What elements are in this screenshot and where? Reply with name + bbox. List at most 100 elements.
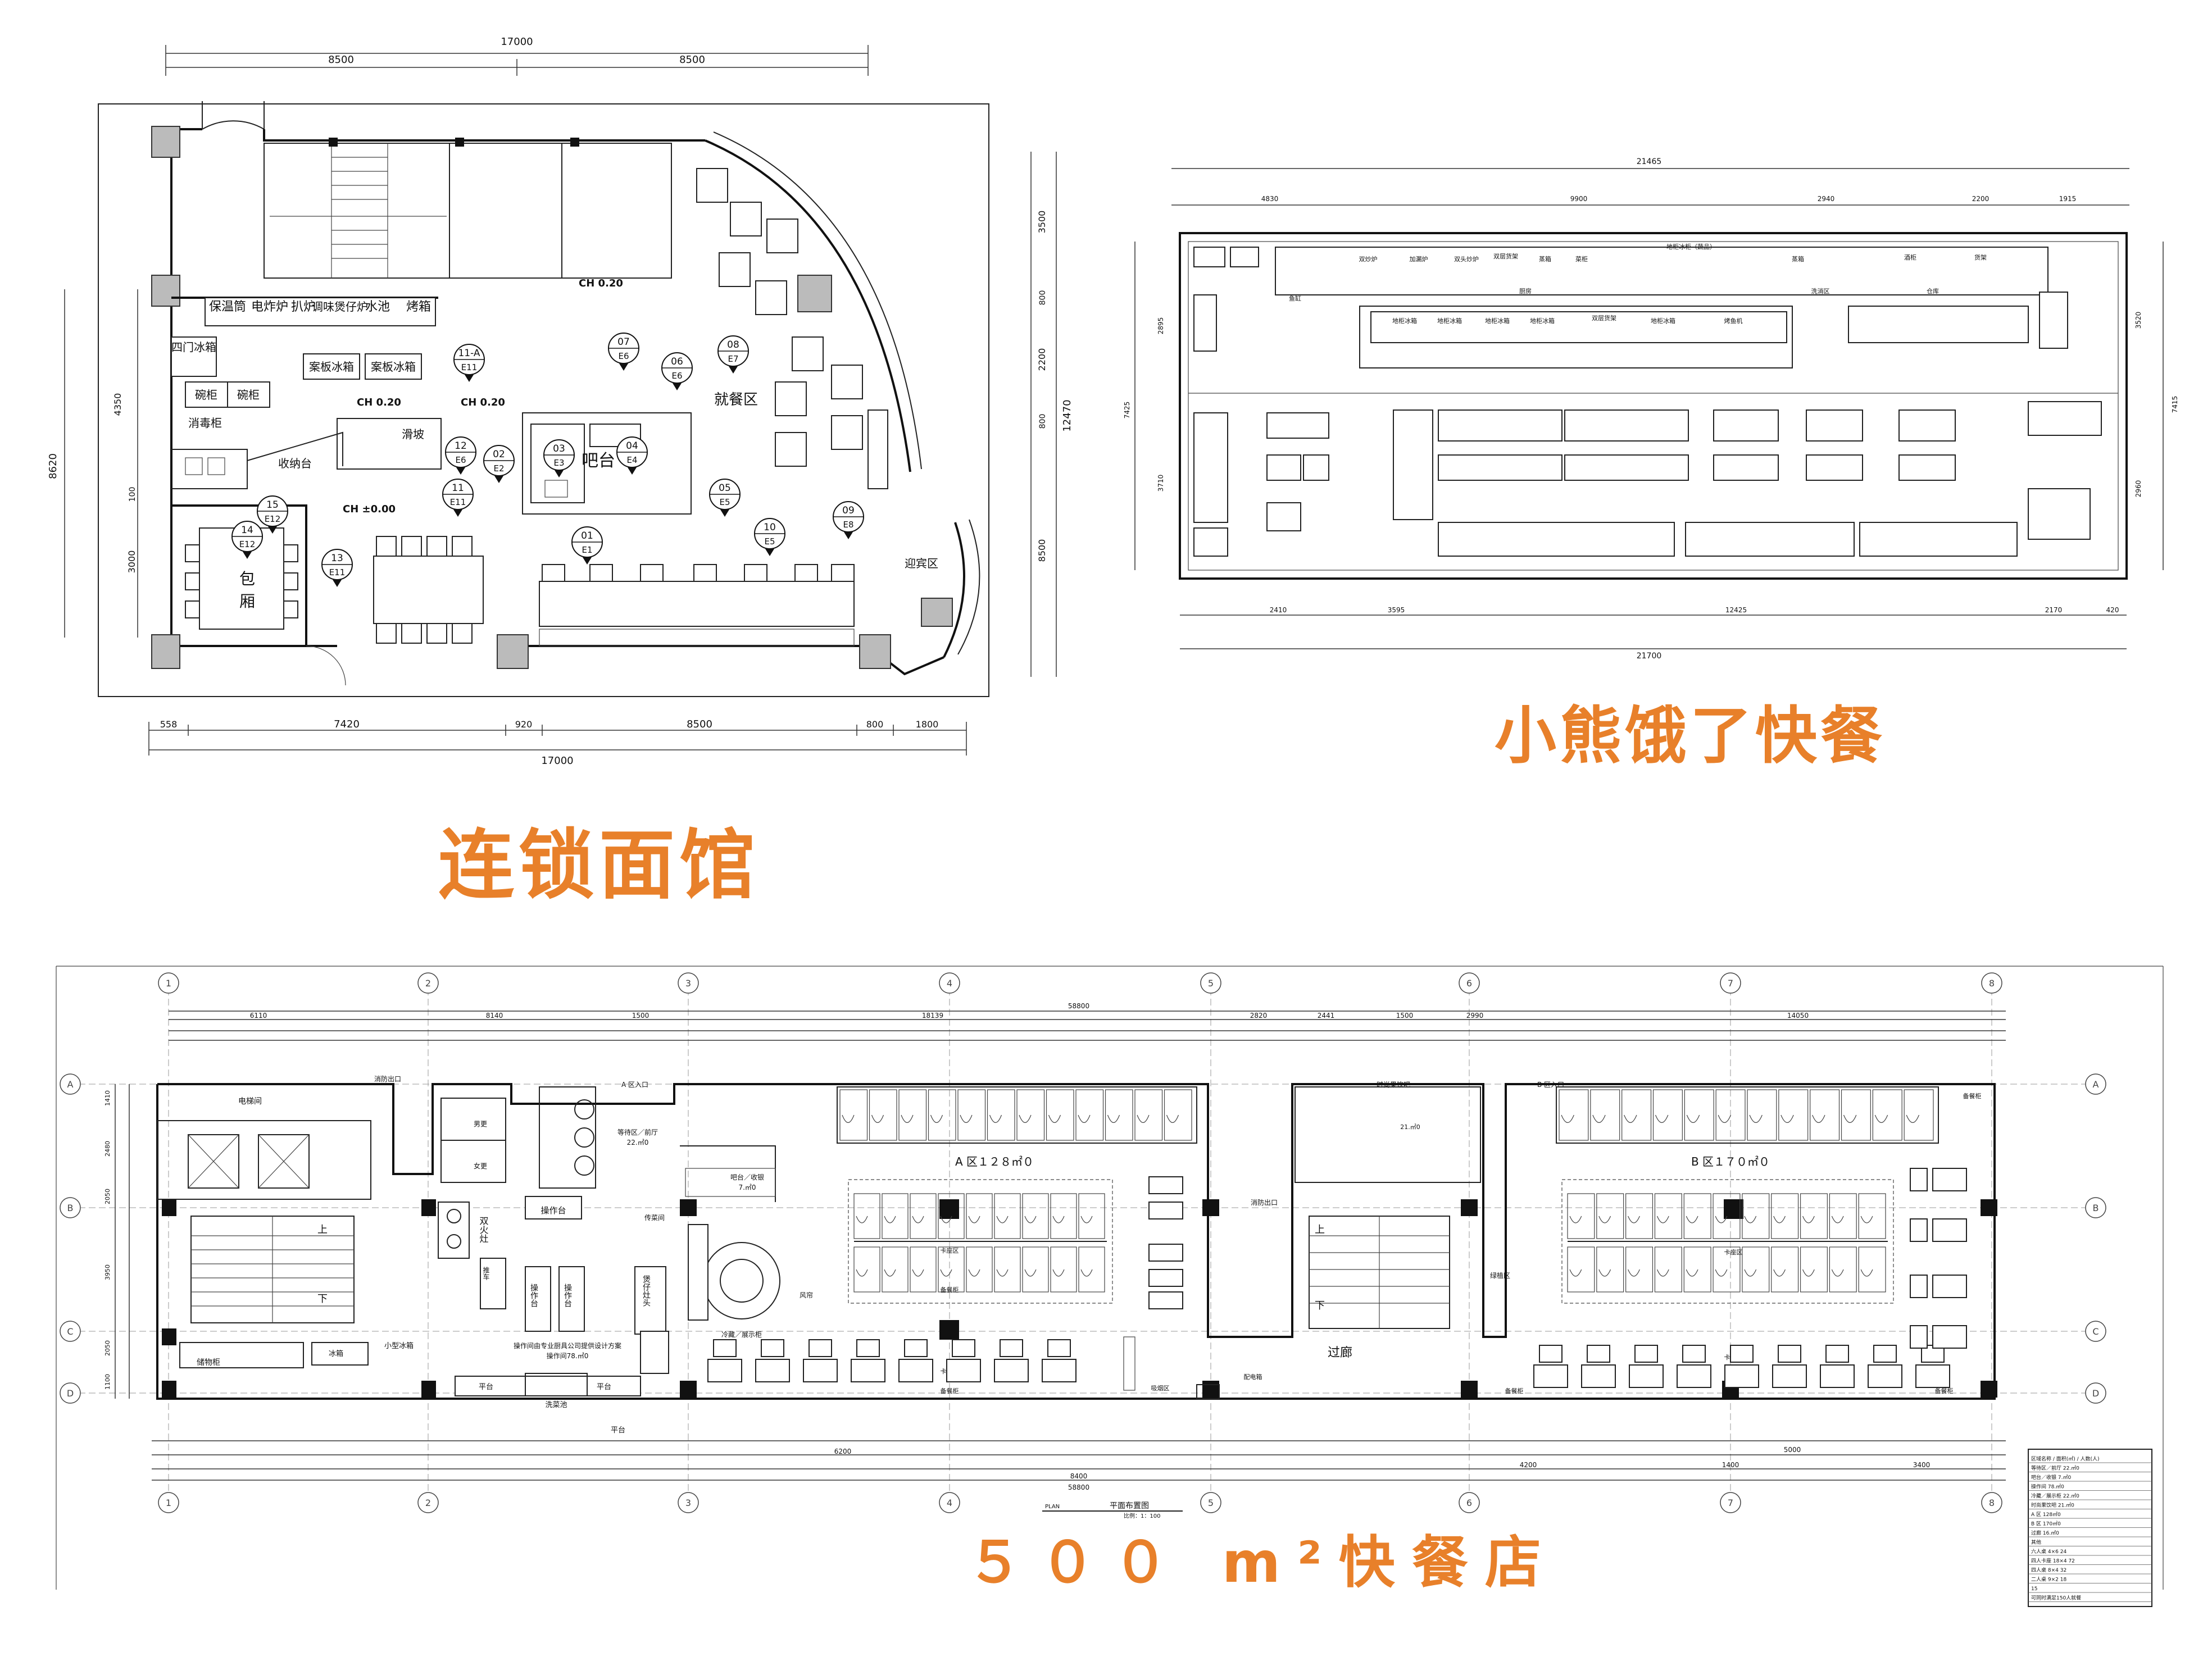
dim-bottom-2: 7420 xyxy=(334,718,360,730)
axis-marker-1: 1 xyxy=(158,972,179,994)
stat-row: 可同时满足150人就餐 xyxy=(2031,1595,2081,1601)
svg-text:8: 8 xyxy=(1989,978,1995,989)
dim-top-left: 8500 xyxy=(328,54,354,66)
p3-down2: 下 xyxy=(1315,1300,1325,1312)
p3-kitchen-area: 操作间78.㎡0 xyxy=(547,1351,589,1360)
tag-elevation: E3 xyxy=(553,458,564,468)
room-counter1: 案板冰箱 xyxy=(309,360,354,374)
p3-down1: 下 xyxy=(317,1293,328,1305)
p2-label-5: 蒸箱 xyxy=(1539,255,1551,263)
p3-dim-top-5: 2820 xyxy=(1250,1012,1268,1020)
tag-number: 11-A xyxy=(458,348,480,359)
p2-dim-top-total: 21465 xyxy=(1637,157,1662,166)
p3-drink: 冷藏／展示柜 xyxy=(721,1331,762,1339)
axis-marker-7: 7 xyxy=(1720,972,1741,994)
p2-dim-top-3: 2940 xyxy=(1818,195,1835,203)
axis-marker-1: 1 xyxy=(158,1492,179,1513)
stat-row: 冷藏／展示柜 22.㎡0 xyxy=(2031,1492,2079,1499)
tag-number: 02 xyxy=(493,449,505,460)
p3-men: 男更 xyxy=(474,1120,487,1128)
p2-label-10: 货架 xyxy=(1974,253,1987,261)
p3-dim-top-10: 58800 xyxy=(1068,1002,1089,1010)
p3-wait-a: 等待区／前厅 xyxy=(617,1128,658,1136)
p2-label-16: 地柜冰箱 xyxy=(1437,317,1462,325)
dim-top-total: 17000 xyxy=(501,36,533,48)
p3-trolley: 推车 xyxy=(482,1267,490,1281)
p3-zone-b: B 区１７０㎡０ xyxy=(1691,1155,1770,1168)
axis-marker-8: 8 xyxy=(1981,1492,2002,1513)
stat-row: 等待区／前厅 22.㎡0 xyxy=(2031,1465,2079,1472)
dim-left-1: 4350 xyxy=(112,393,123,416)
p3-hot-pot: 煲仔灶头 xyxy=(642,1275,651,1307)
svg-text:2: 2 xyxy=(425,978,431,989)
svg-text:C: C xyxy=(2092,1326,2099,1337)
axis-marker-4: 4 xyxy=(939,972,960,994)
axis-marker-2: 2 xyxy=(417,1492,439,1513)
p3-store: 储物柜 xyxy=(197,1358,220,1367)
p3-dim-top-3: 1500 xyxy=(632,1012,649,1020)
p3-green: 绿植区 xyxy=(1490,1271,1510,1280)
p3-women: 女更 xyxy=(474,1162,487,1170)
p3-dim-left-1: 1410 xyxy=(104,1090,111,1106)
p3-dim-top-4: 18139 xyxy=(922,1012,943,1020)
p3-dim-bottom-5: 1400 xyxy=(1722,1461,1739,1469)
p2-label-7: 地柜冰柜（蔬品） xyxy=(1666,243,1716,251)
p2-dim-right-3: 2960 xyxy=(2134,480,2142,498)
svg-text:1: 1 xyxy=(166,1498,171,1508)
tag-elevation: E12 xyxy=(265,514,281,524)
p2-dim-top-5: 1915 xyxy=(2059,195,2077,203)
p3-bar-b-area: 21.㎡0 xyxy=(1400,1123,1420,1131)
dim-bottom-6: 1800 xyxy=(916,719,939,730)
p3-dim-top-2: 8140 xyxy=(486,1012,503,1020)
p3-dim-bottom-6: 3400 xyxy=(1913,1461,1931,1469)
p3-desk2: 平台 xyxy=(597,1383,611,1391)
p3-spare-b: 备餐柜 xyxy=(1963,1092,1982,1100)
p3-fridge-small: 小型冰箱 xyxy=(384,1341,414,1350)
p3-spare-b2: 备餐柜 xyxy=(1505,1387,1524,1395)
p2-label-19: 双层货架 xyxy=(1592,314,1616,322)
p3-dim-left-5: 2050 xyxy=(104,1340,111,1356)
axis-marker-6: 6 xyxy=(1459,1492,1480,1513)
p2-dim-right-1: 3520 xyxy=(2134,312,2142,329)
room-counter2: 案板冰箱 xyxy=(371,360,416,374)
room-ramp: 滑坡 xyxy=(402,427,424,441)
axis-marker-3: 3 xyxy=(678,972,699,994)
dim-right-5: 8500 xyxy=(1037,539,1047,562)
room-fryer: 电炸炉 xyxy=(251,300,288,314)
p2-dim-top-2: 9900 xyxy=(1570,195,1588,203)
p3-fire2-entry: 时尚果饮吧 xyxy=(1377,1081,1410,1089)
p3-kitchen-note: 操作间由专业厨具公司提供设计方案 xyxy=(514,1341,621,1350)
axis-marker-D: D xyxy=(2085,1382,2106,1404)
svg-text:5: 5 xyxy=(1208,978,1214,989)
dim-bottom-total: 17000 xyxy=(541,755,573,767)
p2-dim-left-1: 2895 xyxy=(1157,317,1165,335)
dim-bottom-5: 800 xyxy=(866,719,884,730)
p2-label-21: 烤鱼机 xyxy=(1724,317,1743,325)
tag-number: 09 xyxy=(842,505,855,516)
p2-label-3: 双头炒炉 xyxy=(1454,256,1479,263)
p2-dim-top-1: 4830 xyxy=(1261,195,1279,203)
tag-elevation: E11 xyxy=(450,497,466,507)
room-bowl2: 碗柜 xyxy=(237,388,260,402)
dim-right-total: 12470 xyxy=(1061,399,1073,431)
stat-row: 时尚果饮吧 21.㎡0 xyxy=(2031,1502,2074,1509)
tag-elevation: E11 xyxy=(461,362,478,372)
svg-text:2: 2 xyxy=(425,1498,431,1508)
p3-gas2: 双火灶 xyxy=(478,1216,489,1243)
bear-fastfood-plan: 21465 4830 9900 2940 2200 1915 双炒炉加漏炉双头炒… xyxy=(1123,157,2179,661)
axis-marker-B: B xyxy=(60,1197,81,1218)
room-grill: 扒炉 xyxy=(291,300,316,314)
room-oven: 烤箱 xyxy=(406,300,431,314)
p3-entry-a: A 区入口 xyxy=(621,1081,648,1089)
caption-fastfood-500: ５００ m²快餐店 xyxy=(966,1530,1558,1595)
noodle-shop-plan: 17000 8500 8500 558 7420 920 8500 800 18… xyxy=(47,36,1073,767)
p3-spare-a: 备餐柜 xyxy=(941,1286,959,1294)
tag-elevation: E6 xyxy=(618,351,629,361)
axis-marker-2: 2 xyxy=(417,972,439,994)
axis-marker-8: 8 xyxy=(1981,972,2002,994)
p3-booth-a: 卡座区 xyxy=(941,1246,959,1254)
tag-number: 03 xyxy=(553,443,565,454)
stat-row: 四人桌 8×4 32 xyxy=(2031,1567,2066,1573)
